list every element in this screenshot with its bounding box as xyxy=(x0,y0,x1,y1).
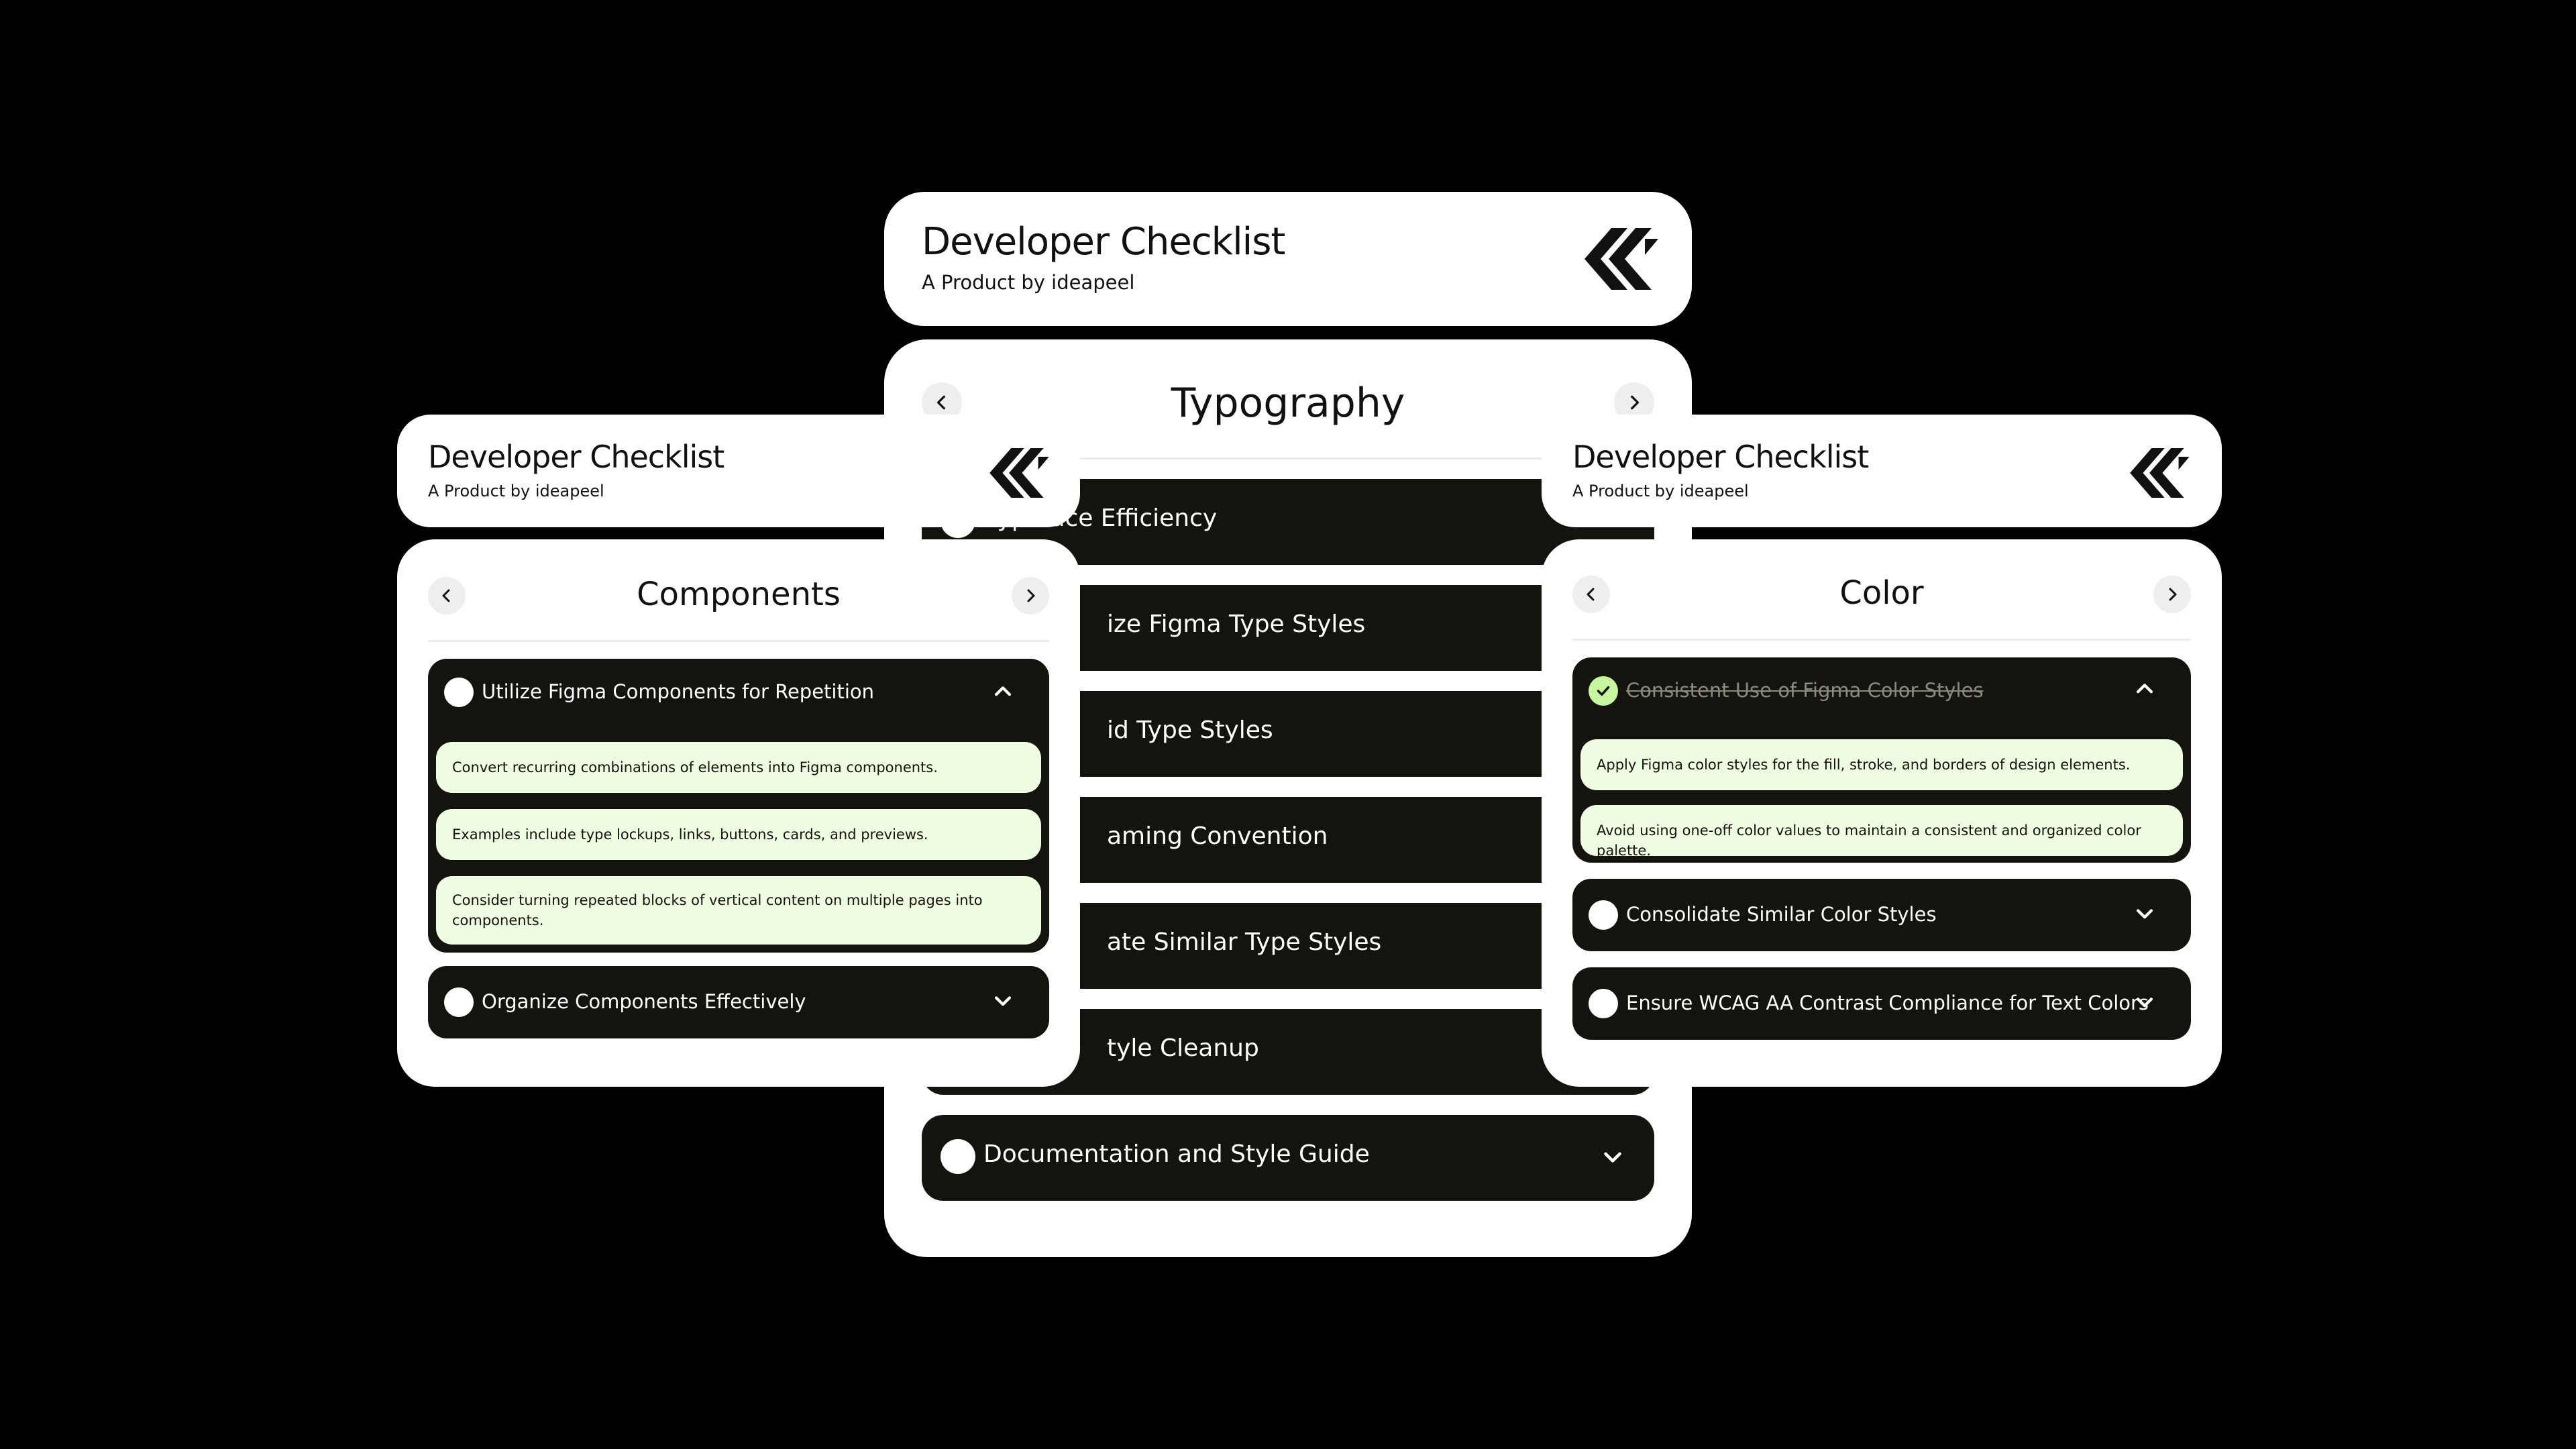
chevron-right-icon xyxy=(1631,395,1640,410)
chevron-left-icon xyxy=(1587,588,1595,601)
section-title: Components xyxy=(637,576,841,613)
checklist-item-label: Organize Components Effectively xyxy=(482,990,806,1013)
prev-section-button[interactable] xyxy=(428,577,466,614)
checklist-item-label: Consistent Use of Figma Color Styles xyxy=(1626,679,1984,702)
note-text: Examples include type lockups, links, bu… xyxy=(452,826,928,843)
app-title: Developer Checklist xyxy=(1572,439,1869,475)
checklist-item-label: tyle Cleanup xyxy=(1107,1034,1259,1062)
divider xyxy=(922,458,1654,460)
header-card-center: Developer Checklist A Product by ideapee… xyxy=(884,192,1692,326)
color-card: Color Consistent Use of Figma Color Styl… xyxy=(1542,539,2222,1087)
check-circle-icon[interactable] xyxy=(1589,989,1618,1018)
checklist-note: Examples include type lockups, links, bu… xyxy=(436,809,1041,860)
checklist-note: Avoid using one-off color values to main… xyxy=(1580,805,2183,859)
app-subtitle: A Product by ideapeel xyxy=(428,482,604,500)
checkmark-icon xyxy=(1597,686,1610,696)
chevron-left-icon xyxy=(936,395,945,410)
chevron-down-icon[interactable] xyxy=(2133,903,2156,926)
checklist-item[interactable]: Ensure WCAG AA Contrast Compliance for T… xyxy=(1572,967,2191,1040)
checklist-note: Consider turning repeated blocks of vert… xyxy=(436,876,1041,945)
checklist-item[interactable]: Organize Components Effectively xyxy=(428,966,1049,1038)
app-title: Developer Checklist xyxy=(428,439,724,475)
chevron-left-icon xyxy=(442,589,450,602)
checklist-item-expanded[interactable]: Utilize Figma Components for Repetition … xyxy=(428,659,1049,953)
check-circle-icon[interactable] xyxy=(444,678,474,707)
next-section-button[interactable] xyxy=(1012,577,1049,614)
chevron-down-icon[interactable] xyxy=(2133,991,2156,1014)
header-card-left: Developer Checklist A Product by ideapee… xyxy=(397,415,1080,527)
chevron-right-icon xyxy=(1027,589,1035,602)
checklist-item[interactable]: Documentation and Style Guide xyxy=(922,1115,1654,1201)
chevron-right-icon xyxy=(2169,588,2177,601)
prev-section-button[interactable] xyxy=(1572,576,1610,613)
check-circle-icon[interactable] xyxy=(941,1139,975,1174)
chevron-down-icon[interactable] xyxy=(991,990,1014,1013)
checkmark-circle-icon[interactable] xyxy=(1589,676,1618,706)
app-title: Developer Checklist xyxy=(922,220,1285,264)
note-text: Apply Figma color styles for the fill, s… xyxy=(1597,757,2131,773)
checklist-item[interactable]: Consolidate Similar Color Styles xyxy=(1572,879,2191,951)
chevron-up-icon[interactable] xyxy=(991,680,1014,703)
note-text: Consider turning repeated blocks of vert… xyxy=(452,892,983,928)
chevron-down-icon[interactable] xyxy=(1601,1146,1625,1170)
checklist-item-label: Documentation and Style Guide xyxy=(983,1140,1370,1168)
check-circle-icon[interactable] xyxy=(1589,900,1618,930)
divider xyxy=(428,640,1049,642)
double-chevron-logo-icon xyxy=(989,448,1049,498)
note-text: Convert recurring combinations of elemen… xyxy=(452,759,938,775)
checklist-item-label: Consolidate Similar Color Styles xyxy=(1626,903,1937,926)
checklist-note: Convert recurring combinations of elemen… xyxy=(436,742,1041,793)
checklist-item-label: ate Similar Type Styles xyxy=(1107,928,1382,956)
next-section-button[interactable] xyxy=(2153,576,2191,613)
checklist-item-label: Utilize Figma Components for Repetition xyxy=(482,680,875,703)
app-subtitle: A Product by ideapeel xyxy=(1572,482,1749,500)
section-title: Color xyxy=(1839,574,1924,612)
components-card: Components Utilize Figma Components for … xyxy=(397,539,1080,1087)
double-chevron-logo-icon xyxy=(2130,448,2190,498)
checklist-item-label: id Type Styles xyxy=(1107,716,1273,744)
section-title: Typography xyxy=(1171,380,1405,427)
double-chevron-logo-icon xyxy=(1585,228,1658,290)
check-circle-icon[interactable] xyxy=(444,987,474,1017)
chevron-up-icon[interactable] xyxy=(2133,678,2156,700)
app-subtitle: A Product by ideapeel xyxy=(922,271,1135,294)
note-text: Avoid using one-off color values to main… xyxy=(1597,822,2141,859)
header-card-right: Developer Checklist A Product by ideapee… xyxy=(1542,415,2222,527)
checklist-note: Apply Figma color styles for the fill, s… xyxy=(1580,739,2183,790)
checklist-item-expanded[interactable]: Consistent Use of Figma Color Styles App… xyxy=(1572,657,2191,863)
checklist-item-label: aming Convention xyxy=(1107,822,1328,850)
checklist-item-label: ize Figma Type Styles xyxy=(1107,610,1366,638)
divider xyxy=(1572,639,2191,641)
checklist-item-label: Ensure WCAG AA Contrast Compliance for T… xyxy=(1626,991,2149,1014)
